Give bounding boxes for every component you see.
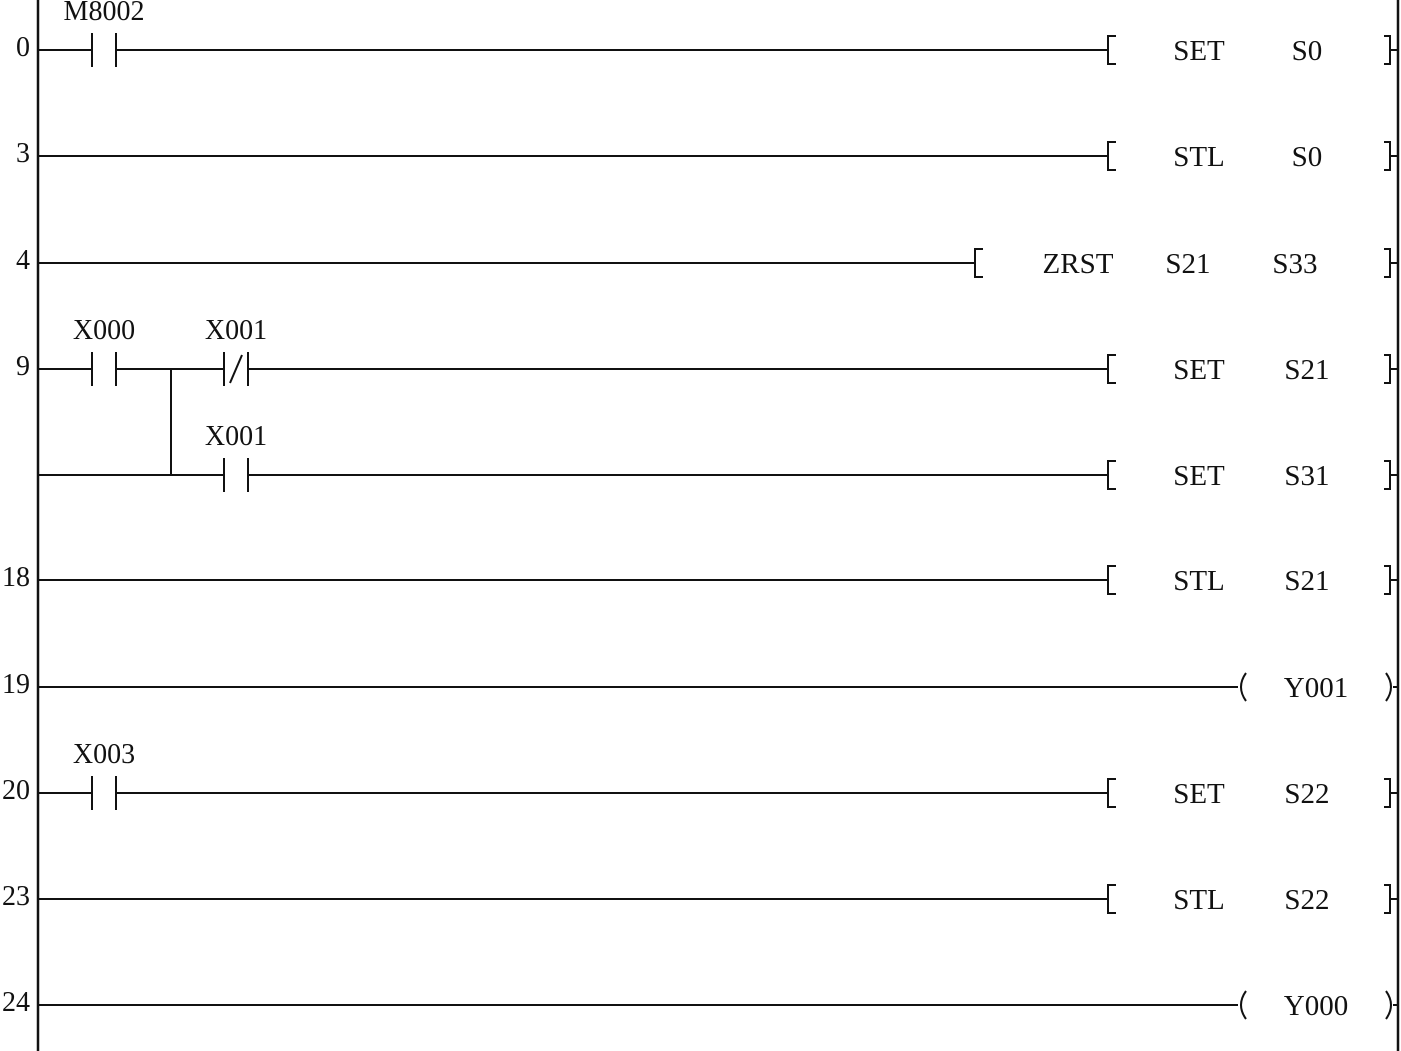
operand: S0 xyxy=(1292,141,1323,173)
step-number: 0 xyxy=(16,32,30,63)
bracket-left xyxy=(1107,884,1116,914)
contact-label: X001 xyxy=(205,315,267,346)
operand: S33 xyxy=(1272,248,1317,280)
bracket-left xyxy=(1107,460,1116,490)
coil-left-paren xyxy=(1240,990,1247,1020)
step-number: 4 xyxy=(16,245,30,276)
step-number: 18 xyxy=(2,562,30,593)
coil-right-paren xyxy=(1385,672,1392,702)
bracket-left xyxy=(1107,141,1116,171)
step-number: 23 xyxy=(2,881,30,912)
coil-left-paren xyxy=(1240,672,1247,702)
operand: S21 xyxy=(1165,248,1210,280)
instruction: SET xyxy=(1173,35,1225,67)
step-number: 20 xyxy=(2,775,30,806)
step-number: 19 xyxy=(2,669,30,700)
coil-operand: Y000 xyxy=(1284,990,1348,1022)
bracket-left xyxy=(1107,778,1116,808)
operand: S0 xyxy=(1292,35,1323,67)
bracket-right xyxy=(1384,460,1391,490)
step-number: 9 xyxy=(16,351,30,382)
instruction: SET xyxy=(1173,460,1225,492)
operand: S21 xyxy=(1284,354,1329,386)
instruction: STL xyxy=(1173,565,1225,597)
contact-label: M8002 xyxy=(64,0,145,27)
instruction: SET xyxy=(1173,354,1225,386)
contact-label: X003 xyxy=(73,739,135,770)
instruction: ZRST xyxy=(1043,248,1114,280)
bracket-left xyxy=(1107,35,1116,65)
bracket-right xyxy=(1384,141,1391,171)
instruction: SET xyxy=(1173,778,1225,810)
step-number: 24 xyxy=(2,987,30,1018)
operand: S22 xyxy=(1284,778,1329,810)
contact-label: X000 xyxy=(73,315,135,346)
operand: S31 xyxy=(1284,460,1329,492)
bracket-right xyxy=(1384,565,1391,595)
contact-label: X001 xyxy=(205,421,267,452)
contact-x001-slash xyxy=(229,354,243,384)
bracket-right xyxy=(1384,35,1391,65)
bracket-right xyxy=(1384,778,1391,808)
operand: S21 xyxy=(1284,565,1329,597)
bracket-left xyxy=(1107,565,1116,595)
bracket-left xyxy=(1107,354,1116,384)
bracket-right xyxy=(1384,248,1391,278)
bracket-right xyxy=(1384,884,1391,914)
bracket-right xyxy=(1384,354,1391,384)
instruction: STL xyxy=(1173,141,1225,173)
instruction: STL xyxy=(1173,884,1225,916)
bracket-left xyxy=(974,248,983,278)
step-number: 3 xyxy=(16,138,30,169)
operand: S22 xyxy=(1284,884,1329,916)
coil-right-paren xyxy=(1385,990,1392,1020)
coil-operand: Y001 xyxy=(1284,672,1348,704)
